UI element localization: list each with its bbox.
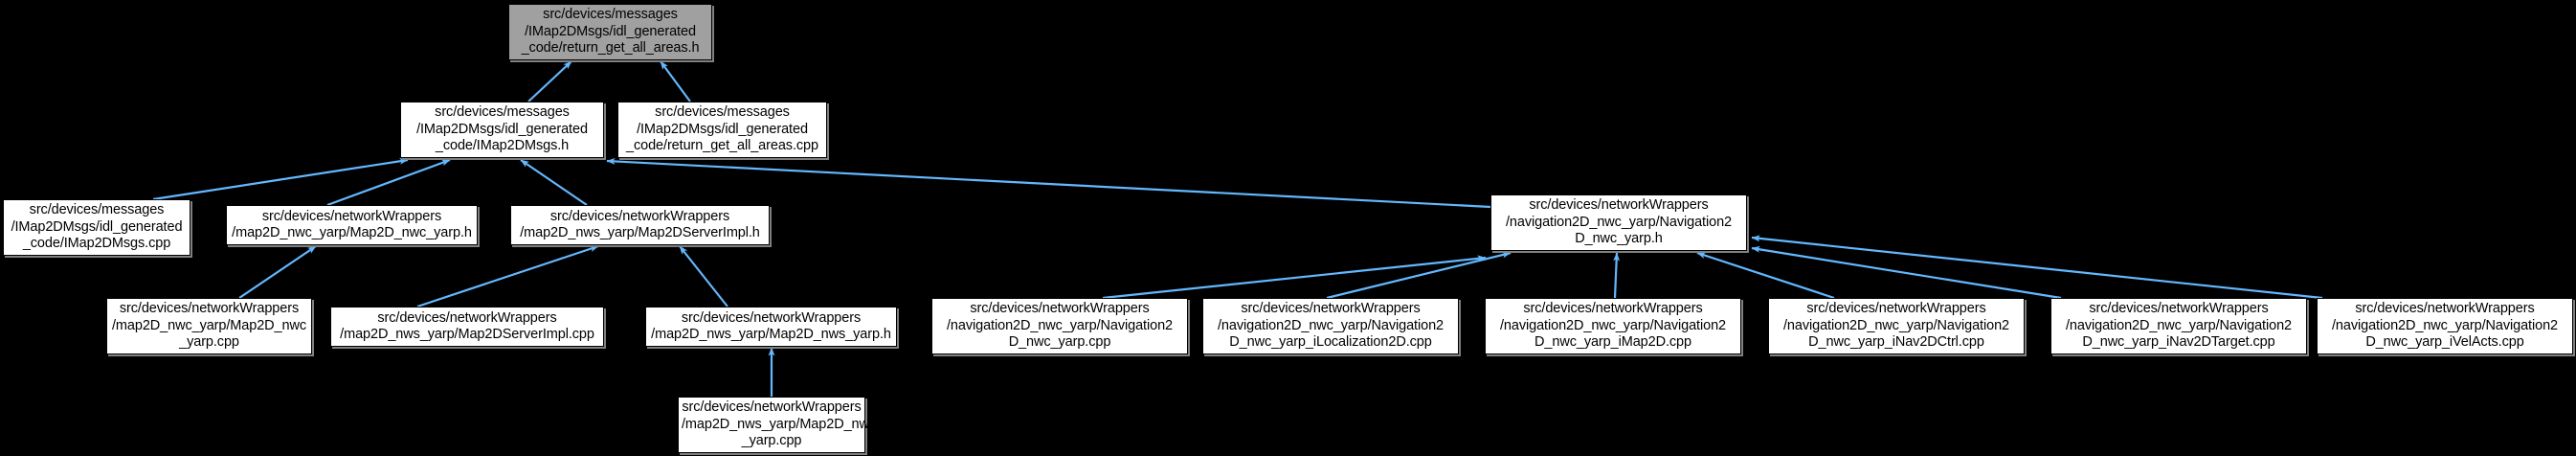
graph-node-n8[interactable]: src/devices/networkWrappers /map2D_nws_y… [330, 307, 604, 347]
graph-node-label: src/devices/networkWrappers /navigation2… [1506, 197, 1732, 247]
graph-node-label: src/devices/networkWrappers /navigation2… [1500, 301, 1726, 351]
graph-edge-n9-to-n5 [679, 245, 728, 308]
graph-node-label: src/devices/networkWrappers /navigation2… [947, 301, 1173, 351]
graph-edge-n13-to-n6 [1696, 251, 1835, 300]
graph-node-label: src/devices/messages /IMap2DMsgs/idl_gen… [521, 7, 700, 57]
graph-node-n3[interactable]: src/devices/messages /IMap2DMsgs/idl_gen… [3, 199, 190, 256]
graph-node-n11[interactable]: src/devices/networkWrappers /navigation2… [1202, 298, 1459, 354]
graph-node-n12[interactable]: src/devices/networkWrappers /navigation2… [1485, 298, 1741, 354]
graph-edge-n10-to-n6 [1102, 255, 1487, 300]
graph-edge-n15-to-n6 [1751, 235, 2323, 300]
graph-node-label: src/devices/networkWrappers /navigation2… [1783, 301, 2009, 351]
graph-node-n15[interactable]: src/devices/networkWrappers /navigation2… [2317, 298, 2573, 354]
graph-node-n0[interactable]: src/devices/messages /IMap2DMsgs/idl_gen… [508, 4, 712, 60]
graph-node-n6[interactable]: src/devices/networkWrappers /navigation2… [1490, 194, 1747, 251]
graph-node-n1[interactable]: src/devices/messages /IMap2DMsgs/idl_gen… [400, 102, 604, 158]
graph-node-label: src/devices/networkWrappers /navigation2… [2066, 301, 2292, 351]
graph-node-n4[interactable]: src/devices/networkWrappers /map2D_nwc_y… [226, 205, 478, 245]
graph-node-label: src/devices/networkWrappers /navigation2… [1218, 301, 1444, 351]
graph-node-label: src/devices/networkWrappers /map2D_nwc_y… [111, 301, 306, 351]
graph-edge-n1-to-n0 [527, 60, 572, 103]
graph-edge-n7-to-n4 [238, 245, 317, 299]
graph-node-n7[interactable]: src/devices/networkWrappers /map2D_nwc_y… [106, 298, 312, 354]
graph-edge-n14-to-n6 [1751, 245, 2062, 300]
graph-node-label: src/devices/networkWrappers /map2D_nwc_y… [232, 208, 472, 241]
graph-node-label: src/devices/networkWrappers /navigation2… [2332, 301, 2558, 351]
graph-node-label: src/devices/networkWrappers /map2D_nws_y… [682, 399, 877, 449]
graph-edge-n2-to-n0 [660, 60, 691, 103]
graph-node-label: src/devices/networkWrappers /map2D_nws_y… [340, 309, 594, 343]
graph-node-n13[interactable]: src/devices/networkWrappers /navigation2… [1768, 298, 2025, 354]
graph-node-n16[interactable]: src/devices/networkWrappers /map2D_nws_y… [678, 397, 877, 453]
graph-edge-n5-to-n1 [520, 159, 588, 206]
graph-node-n10[interactable]: src/devices/networkWrappers /navigation2… [931, 298, 1188, 354]
graph-edge-n6-to-n1 [606, 157, 1491, 209]
graph-edge-n11-to-n6 [1326, 251, 1512, 300]
graph-node-n5[interactable]: src/devices/networkWrappers /map2D_nws_y… [510, 205, 770, 245]
graph-edge-n3-to-n1 [152, 157, 409, 201]
graph-edge-n4-to-n1 [326, 158, 451, 207]
graph-node-n9[interactable]: src/devices/networkWrappers /map2D_nws_y… [645, 307, 897, 347]
graph-edge-n8-to-n5 [416, 244, 599, 308]
graph-node-label: src/devices/networkWrappers /map2D_nws_y… [520, 208, 760, 241]
graph-node-label: src/devices/messages /IMap2DMsgs/idl_gen… [11, 202, 183, 252]
graph-node-label: src/devices/messages /IMap2DMsgs/idl_gen… [626, 104, 818, 154]
graph-node-n2[interactable]: src/devices/messages /IMap2DMsgs/idl_gen… [617, 102, 827, 158]
graph-node-n14[interactable]: src/devices/networkWrappers /navigation2… [2050, 298, 2307, 354]
graph-node-label: src/devices/messages /IMap2DMsgs/idl_gen… [416, 104, 588, 154]
graph-edge-n12-to-n6 [1613, 252, 1621, 299]
graph-node-label: src/devices/networkWrappers /map2D_nws_y… [651, 309, 891, 343]
